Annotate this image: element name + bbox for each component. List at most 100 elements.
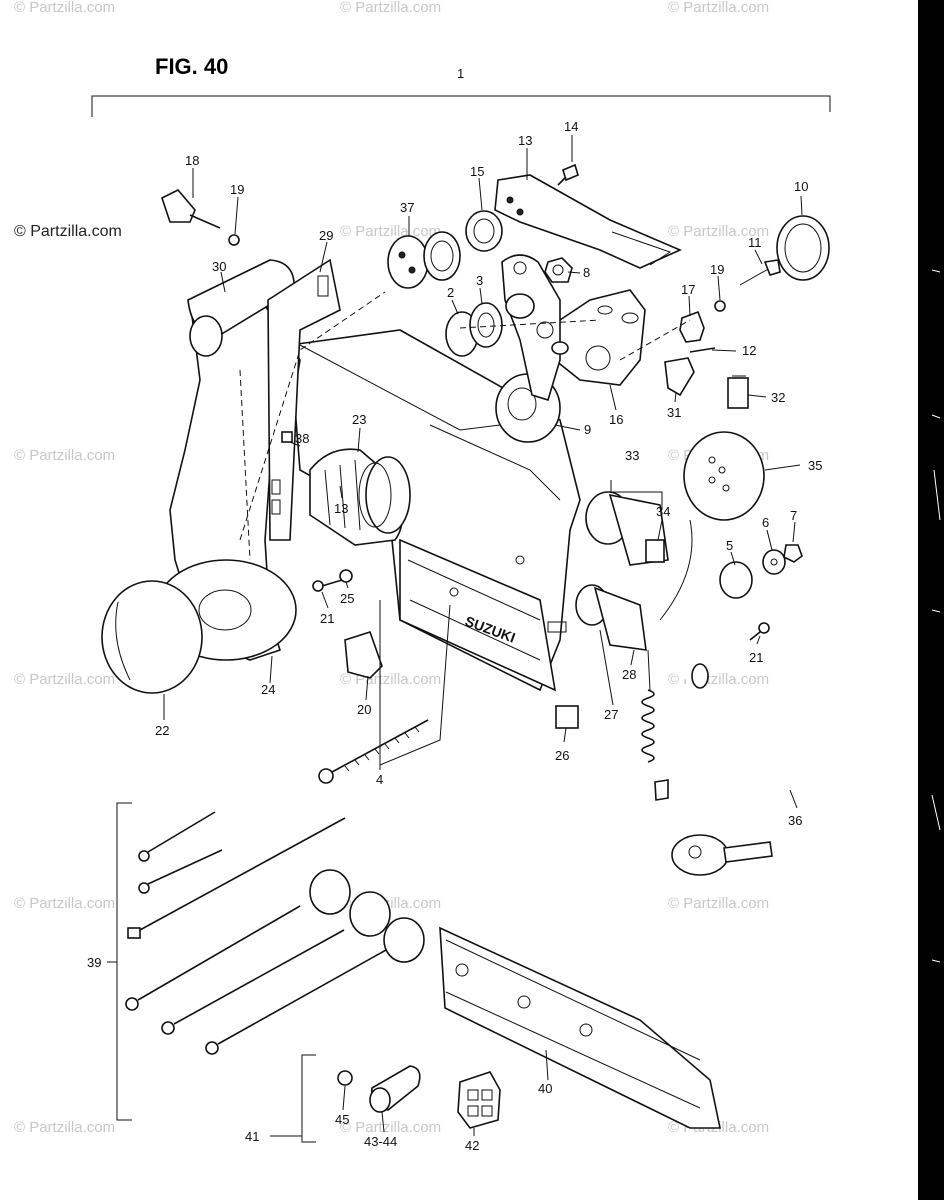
callout-24: 24 [261,682,275,697]
callout-19-right: 19 [710,262,724,277]
collar-bushing [445,302,503,357]
callout-13-gear: 13 [334,501,348,516]
cable-clip [555,705,579,729]
switch-clip [664,357,695,397]
callout-16: 16 [609,412,623,427]
watermark: © Partzilla.com [668,223,769,240]
callout-20: 20 [357,702,371,717]
callout-22: 22 [155,723,169,738]
callout-35: 35 [808,458,822,473]
callout-37: 37 [400,200,414,215]
screw-11 [739,259,781,286]
washer-6 [762,549,786,575]
callout-21-right: 21 [749,650,763,665]
switch-block [679,310,705,343]
callout-11: 11 [748,235,762,250]
callout-14: 14 [564,119,578,134]
spring-plate [344,631,383,679]
page-edge [918,0,944,1200]
watermark: © Partzilla.com [340,1119,441,1136]
callout-2: 2 [447,285,454,300]
screw-12 [689,347,716,353]
throttle-plate [554,289,646,386]
callout-18: 18 [185,153,199,168]
screw-21a [312,579,343,592]
callout-labels: 1 2 3 4 5 6 7 8 9 10 11 12 13 13 14 15 1… [87,66,822,1153]
terminal-block-42 [457,1071,501,1129]
callout-6: 6 [762,515,769,530]
pivot-bolt [161,189,221,229]
washer-19a [228,234,240,246]
watermark: © Partzilla.com [668,0,769,16]
trim-plate [439,926,721,1129]
watermark: © Partzilla.com [14,895,115,912]
shaft-assembly [505,293,569,355]
watermark: © Partzilla.com [340,223,441,240]
lever-arm [501,254,561,402]
watermark: © Partzilla.com [668,895,769,912]
callout-7: 7 [790,508,797,523]
callout-45: 45 [335,1112,349,1127]
neutral-plate [494,174,682,269]
bushing-ring [465,210,503,252]
callout-28: 28 [622,667,636,682]
callout-31: 31 [667,405,681,420]
watermark: © Partzilla.com [14,671,115,688]
callout-32: 32 [771,390,785,405]
nut [544,257,573,283]
callout-13-top: 13 [518,133,532,148]
gear-assembly [309,448,411,546]
callout-38: 38 [295,431,309,446]
seal-ring [776,215,830,281]
buzzer-housing [683,431,765,521]
callout-17: 17 [681,282,695,297]
screw-14 [557,163,579,186]
watermark-layer: © Partzilla.com © Partzilla.com © Partzi… [14,0,769,1136]
washer-19b [714,300,726,312]
lanyard-switch [575,584,647,651]
callout-41: 41 [245,1129,259,1144]
callout-1: 1 [457,66,464,81]
callout-9: 9 [584,422,591,437]
callout-8: 8 [583,265,590,280]
watermark: © Partzilla.com [14,447,115,464]
watermark-dark: © Partzilla.com [14,223,122,240]
callout-34: 34 [656,504,670,519]
callout-15: 15 [470,164,484,179]
nut-7 [783,544,803,563]
bracket-arm [267,258,341,541]
callout-39: 39 [87,955,101,970]
screw-21b [749,622,770,641]
watermark: © Partzilla.com [14,0,115,16]
washer-25 [339,569,353,583]
parts-layer: SUZUKI [101,163,830,1129]
callout-33: 33 [625,448,639,463]
callout-3: 3 [476,273,483,288]
pin-38 [281,431,293,443]
callout-4: 4 [376,772,383,787]
wiring-harness [644,658,813,876]
callout-5: 5 [726,538,733,553]
callout-30: 30 [212,259,226,274]
page-edge-marks [931,269,941,963]
cable-tie-set [125,811,425,1055]
handle-cover [101,580,203,694]
callout-36: 36 [788,813,802,828]
leader-lines [107,135,803,1143]
lanyard-coil [641,519,693,801]
callout-27: 27 [604,707,618,722]
callout-21-left: 21 [320,611,334,626]
callout-40: 40 [538,1081,552,1096]
spacer-5 [719,561,753,599]
callout-29: 29 [319,228,333,243]
watermark: © Partzilla.com [14,1119,115,1136]
callout-26: 26 [555,748,569,763]
figure-title: FIG. 40 [155,54,228,79]
lamp-socket [337,1065,421,1113]
callout-10: 10 [794,179,808,194]
main-switch [585,491,669,566]
watermark: © Partzilla.com [340,0,441,16]
friction-plate [387,231,461,289]
callout-23: 23 [352,412,366,427]
